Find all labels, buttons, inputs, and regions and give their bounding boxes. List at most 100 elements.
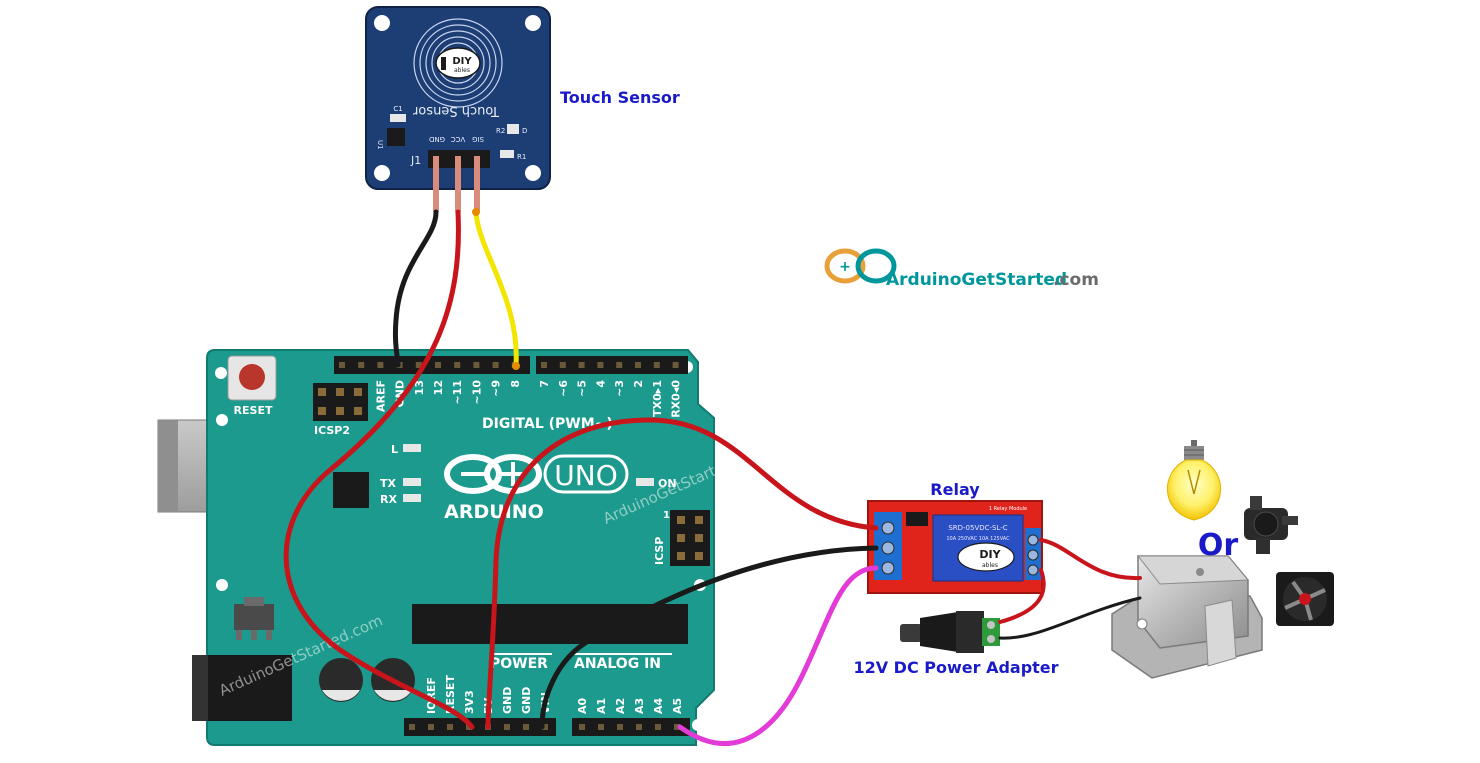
digital-pin-label: ~10 <box>470 380 483 405</box>
header-hole <box>635 362 641 368</box>
logo-infinity-right-icon <box>855 248 897 284</box>
header-hole <box>559 362 566 368</box>
header-hole <box>672 362 679 368</box>
ref-u1: U1 <box>376 140 384 150</box>
header-hole <box>358 362 365 368</box>
mount-hole <box>525 15 541 31</box>
power-pin-label: GND <box>520 687 533 714</box>
reset-label: RESET <box>234 404 273 417</box>
header-hole <box>523 724 529 730</box>
bulb-icon <box>1166 440 1222 521</box>
analog-header <box>572 718 690 736</box>
resistor-r1 <box>500 150 514 158</box>
header-hole <box>435 362 441 368</box>
board-mount-hole <box>216 579 228 591</box>
header-hole <box>578 362 585 368</box>
pin8-solder <box>512 362 520 370</box>
wire-red-sensor-vcc <box>283 209 475 730</box>
led-l <box>403 444 421 452</box>
header-hole <box>579 724 585 730</box>
digital-header-right <box>536 356 688 374</box>
svg-text:+: + <box>839 259 851 275</box>
header-hole <box>409 724 415 730</box>
logo-name: ArduinoGetStarted <box>886 270 1067 290</box>
analog-pin-label: A1 <box>595 698 608 714</box>
uno-badge <box>543 454 629 494</box>
ref-r1: R1 <box>517 153 526 161</box>
led-d <box>507 124 519 134</box>
digital-pin-label: 8 <box>509 380 522 388</box>
digital-pin-label: 7 <box>538 380 551 388</box>
power-header <box>404 718 556 736</box>
relay-jumper <box>906 512 928 526</box>
digital-pin-label: 2 <box>632 380 645 388</box>
relay-diy-text: DIY <box>979 548 1001 561</box>
header-hole <box>473 362 480 368</box>
wire-red-relay-dc <box>998 568 1046 624</box>
led-on <box>636 478 654 486</box>
icsp2-label: ICSP2 <box>314 424 350 437</box>
relay-model-text: SRD-05VDC-SL-C <box>948 524 1007 532</box>
analog-pin-label: A4 <box>652 697 665 714</box>
header-hole <box>339 362 345 368</box>
touch-sensor-board: DIY ables Touch Sensor C1 U1 D R2 R1 J1 … <box>365 6 551 212</box>
wire-black-sensor-gnd <box>392 209 439 368</box>
digital-pin-label: 13 <box>413 380 426 395</box>
digital-pin-label: ~9 <box>490 380 503 397</box>
chip-u1 <box>387 128 405 146</box>
wire-black-dc-solenoid <box>998 596 1142 640</box>
capacitor-icon <box>319 658 363 702</box>
reset-button-cap <box>239 364 265 390</box>
digital-pin-label: TX0▸1 <box>651 380 664 417</box>
solenoid-lock-icon <box>1111 555 1263 679</box>
wire-black-relay-gnd <box>539 545 879 730</box>
header-hole <box>542 724 548 730</box>
sensor-pin-sig: SIG <box>472 135 484 143</box>
power-pin-label: RESET <box>444 675 457 714</box>
relay-diy-sub: ables <box>982 562 998 569</box>
wire-yellow-sensor-sig <box>473 209 519 368</box>
led-tx <box>403 478 421 486</box>
digital-pin-label: ~11 <box>451 380 464 405</box>
analog-pin-label: A2 <box>614 698 627 714</box>
voltage-regulator <box>234 604 274 630</box>
power-pin-label: 3V3 <box>463 690 476 714</box>
sensor-diy-sub: ables <box>454 67 470 74</box>
logo-tld: .com <box>1053 270 1099 290</box>
sensor-pin-gnd: GND <box>429 135 445 143</box>
board-mount-hole <box>692 719 704 731</box>
led-tx-label: TX <box>380 477 397 490</box>
led-l-label: L <box>391 443 398 456</box>
header-hole <box>674 724 680 730</box>
touch-sensor-label: Touch Sensor <box>560 88 680 107</box>
board-mount-hole <box>215 367 227 379</box>
header-hole <box>492 362 499 368</box>
digital-pin-label: 4 <box>594 380 607 388</box>
diy-ables-logo: DIY ables <box>435 47 481 79</box>
ref-r2: R2 <box>496 127 505 135</box>
relay-diy-logo <box>957 542 1015 572</box>
usb-chip <box>333 472 369 508</box>
sensor-diy-text: DIY <box>452 56 472 67</box>
relay-module: SRD-05VDC-SL-C 10A 250VAC 10A 125VAC DIY… <box>867 500 1043 594</box>
relay-rating-text: 10A 250VAC 10A 125VAC <box>946 536 1010 542</box>
icsp2-header <box>313 383 368 421</box>
power-pin-label: IOREF <box>425 677 438 714</box>
wire-red-relay-out <box>1039 538 1142 581</box>
dc-barrel-jack-icon <box>192 655 292 721</box>
wire-pink-relay-in <box>677 565 879 746</box>
sensor-pin-vcc-leg <box>455 156 461 212</box>
digital-pin-label: AREF <box>374 380 387 412</box>
header-hole <box>504 724 510 730</box>
icsp-label: ICSP <box>653 537 666 565</box>
icsp-pin1-label: 1 <box>663 510 670 521</box>
capacitor-c1 <box>390 114 406 122</box>
digital-header-left <box>334 356 530 374</box>
digital-pin-label: RX0◂0 <box>670 380 683 418</box>
header-hole <box>541 362 547 368</box>
arduino-brand-label: ARDUINO <box>444 501 544 523</box>
